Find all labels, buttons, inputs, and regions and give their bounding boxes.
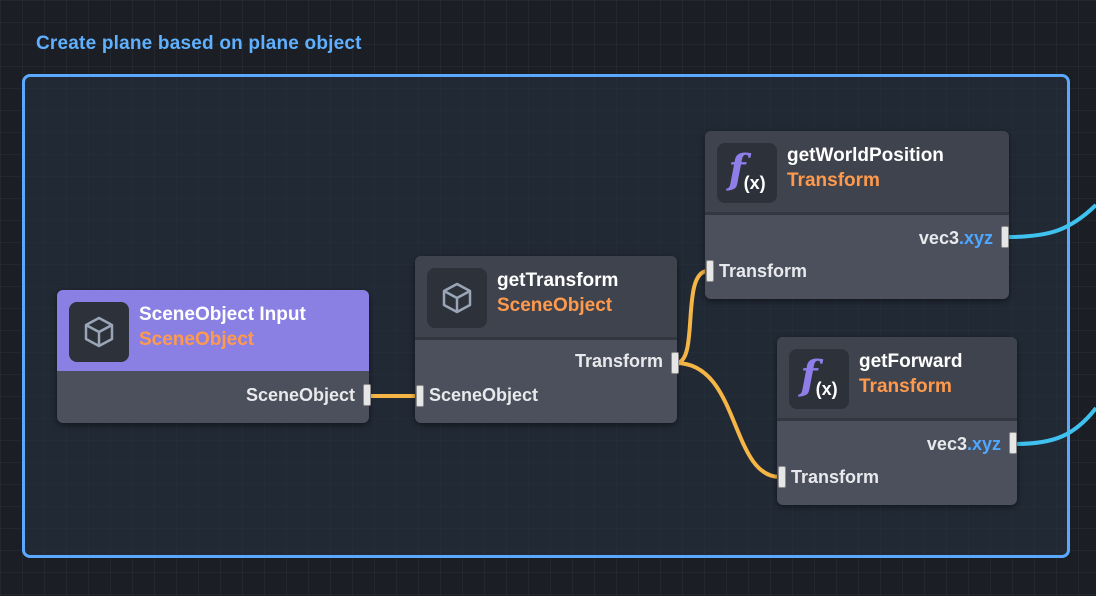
output-swizzle: .xyz	[966, 434, 1001, 454]
output-port-sceneobject[interactable]	[363, 384, 371, 406]
wire-transform-to-forward[interactable]	[675, 361, 781, 479]
node-subtitle: Transform	[859, 376, 952, 397]
node-get-forward[interactable]: f (x) getForward Transform vec3.xyz Tran…	[777, 337, 1017, 505]
node-title: getForward	[859, 351, 963, 372]
output-type: vec3	[926, 434, 967, 454]
output-port-vec3[interactable]	[1009, 432, 1017, 454]
function-icon: f (x)	[717, 143, 777, 203]
node-header[interactable]: f (x) getForward Transform	[777, 337, 1017, 421]
node-header[interactable]: f (x) getWorldPosition Transform	[705, 131, 1009, 215]
function-x-glyph: (x)	[815, 378, 838, 399]
input-port-transform[interactable]	[706, 260, 714, 282]
group-title[interactable]: Create plane based on plane object	[36, 33, 362, 54]
output-port-label: vec3.xyz	[927, 434, 1001, 455]
node-subtitle: Transform	[787, 170, 880, 191]
node-header[interactable]: SceneObject Input SceneObject	[57, 290, 369, 374]
output-type: vec3	[918, 228, 959, 248]
function-f-glyph: f	[800, 352, 818, 399]
wire-worldposition-out[interactable]	[1006, 203, 1096, 239]
function-f-glyph: f	[728, 146, 746, 193]
function-icon: f (x)	[789, 349, 849, 409]
output-port-label: vec3.xyz	[919, 228, 993, 249]
node-title: getWorldPosition	[787, 145, 944, 166]
output-port-vec3[interactable]	[1001, 226, 1009, 248]
cube-icon	[427, 268, 487, 328]
node-title: getTransform	[497, 270, 619, 291]
wire-forward-out[interactable]	[1014, 406, 1096, 446]
node-get-world-position[interactable]: f (x) getWorldPosition Transform vec3.xy…	[705, 131, 1009, 299]
node-title: SceneObject Input	[139, 304, 306, 325]
cube-icon	[69, 302, 129, 362]
function-x-glyph: (x)	[743, 172, 766, 193]
node-sceneobject-input[interactable]: SceneObject Input SceneObject SceneObjec…	[57, 290, 371, 423]
input-port-label: Transform	[719, 261, 808, 281]
wire-transform-to-worldposition[interactable]	[675, 269, 709, 365]
output-swizzle: .xyz	[958, 228, 993, 248]
input-port-sceneobject[interactable]	[416, 385, 424, 407]
node-header[interactable]: getTransform SceneObject	[415, 256, 677, 340]
input-port-label: Transform	[791, 467, 880, 487]
output-port-label: Transform	[574, 351, 663, 371]
output-port-transform[interactable]	[671, 352, 679, 374]
node-subtitle: SceneObject	[139, 329, 255, 350]
input-port-transform[interactable]	[778, 466, 786, 488]
node-subtitle: SceneObject	[497, 295, 613, 316]
input-port-label: SceneObject	[429, 385, 539, 405]
output-port-label: SceneObject	[245, 385, 355, 405]
node-get-transform[interactable]: getTransform SceneObject Transform Scene…	[415, 256, 679, 423]
